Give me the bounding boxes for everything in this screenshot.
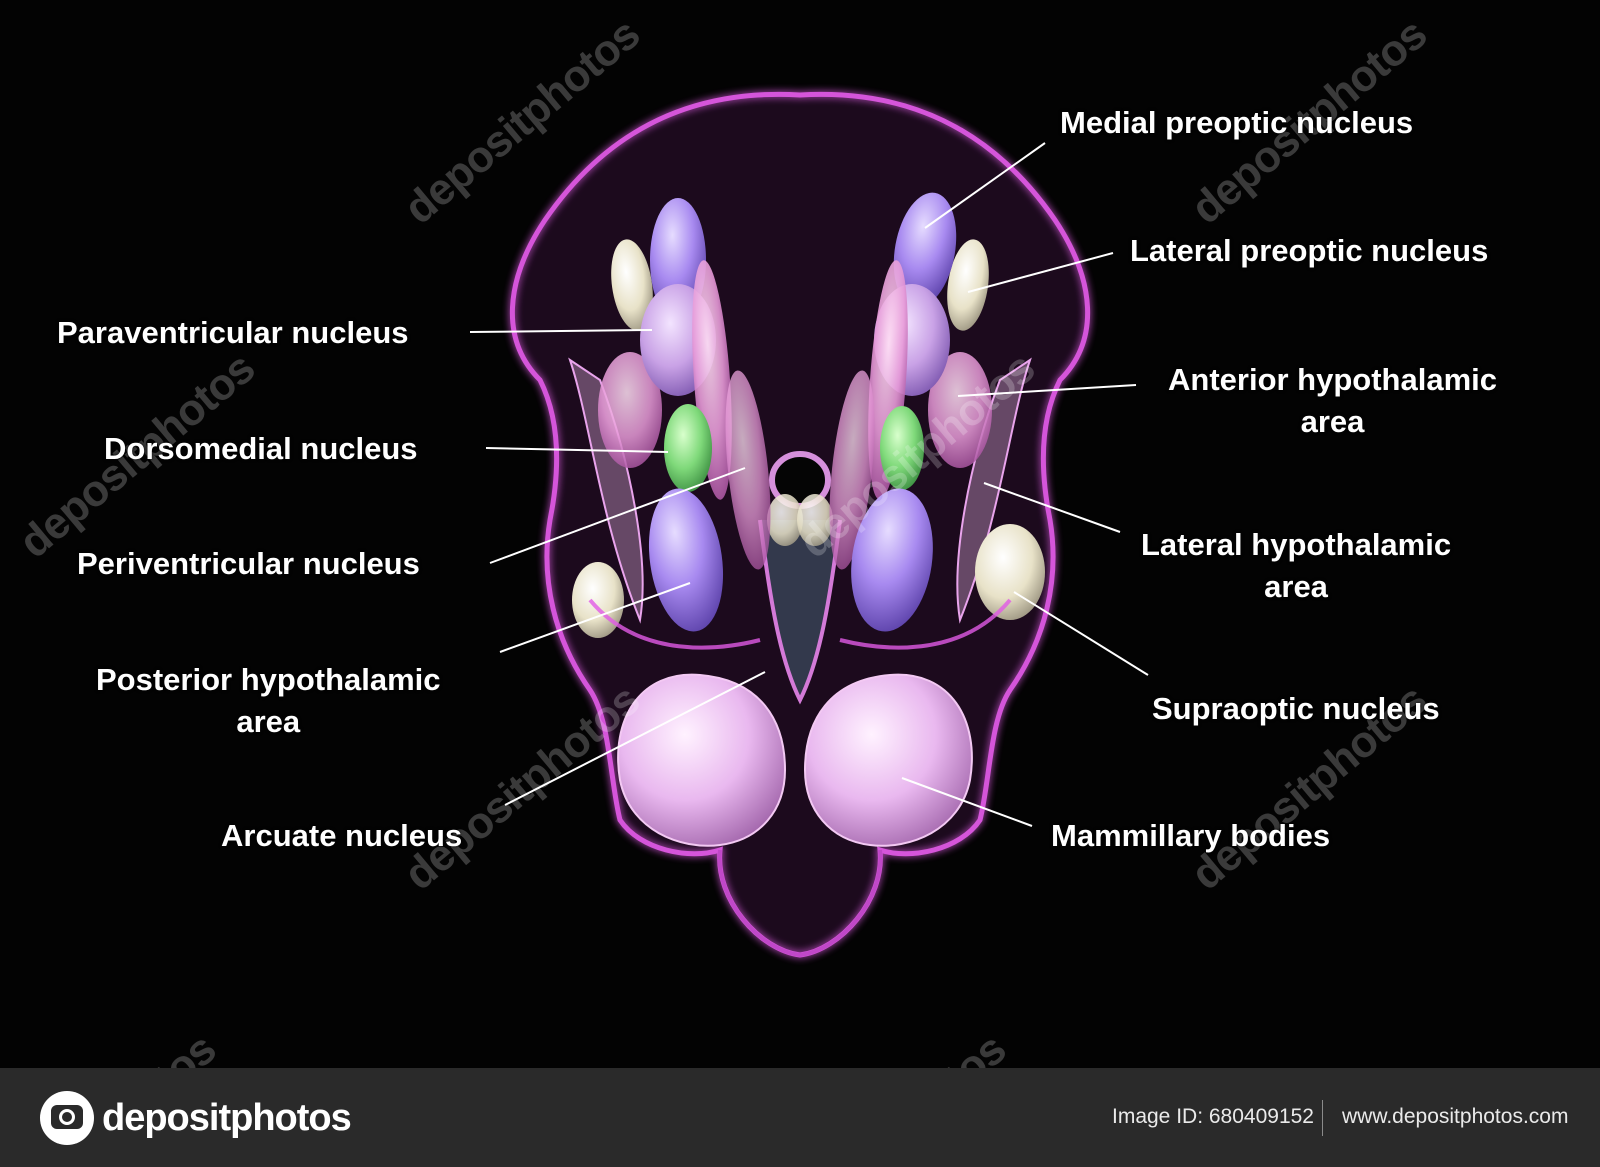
left-anterior-hypothalamic xyxy=(598,352,662,468)
right-supraoptic xyxy=(975,524,1045,620)
brand-name: depositphotos xyxy=(102,1096,352,1139)
left-lateral-preoptic xyxy=(611,239,653,331)
label-periventricular-nucleus: Periventricular nucleus xyxy=(77,546,420,581)
label-mammillary-bodies: Mammillary bodies xyxy=(1051,818,1331,853)
leader-lines xyxy=(469,142,1149,827)
leader-mammillary xyxy=(901,777,1033,827)
right-lateral-preoptic xyxy=(947,239,989,331)
left-posterior-hypothalamic xyxy=(648,488,724,632)
left-small-cream xyxy=(767,494,803,546)
left-mammillary-body xyxy=(617,673,787,847)
leader-arcuate xyxy=(504,671,766,806)
site-url-link[interactable]: www.depositphotos.com xyxy=(1342,1105,1569,1128)
leader-periventricular xyxy=(489,467,746,564)
third-ventricle-shape xyxy=(758,519,842,705)
leader-posterior-hypothalamic xyxy=(499,582,691,653)
label-anterior-hypothalamic-area: Anterior hypothalamic area xyxy=(1168,362,1497,439)
label-medial-preoptic-nucleus: Medial preoptic nucleus xyxy=(1060,105,1414,140)
left-dorsomedial xyxy=(664,404,712,492)
label-supraoptic-nucleus: Supraoptic nucleus xyxy=(1152,691,1440,726)
label-arcuate-nucleus: Arcuate nucleus xyxy=(221,818,463,853)
leader-supraoptic xyxy=(1013,591,1149,676)
right-medial-preoptic xyxy=(893,192,957,308)
leader-medial-preoptic xyxy=(924,142,1046,229)
stock-footer-bar: depositphotos Image ID: 680409152 www.de… xyxy=(0,1068,1600,1167)
left-periventricular-inner xyxy=(725,370,771,570)
brand-logo-link[interactable]: depositphotos xyxy=(40,1090,352,1146)
footer-divider xyxy=(1322,1100,1323,1136)
label-lateral-preoptic-nucleus: Lateral preoptic nucleus xyxy=(1130,233,1489,268)
hypothalamus-illustration xyxy=(469,91,1149,958)
label-lateral-hypothalamic-area: Lateral hypothalamic area xyxy=(1141,527,1452,604)
image-id-text: Image ID: 680409152 xyxy=(1112,1105,1314,1128)
diagram-stage: depositphotos depositphotos depositphoto… xyxy=(10,9,1497,1068)
leader-anterior-hypothalamic xyxy=(957,384,1137,397)
lower-lobe-outline xyxy=(717,849,883,958)
leader-dorsomedial xyxy=(485,447,669,453)
right-small-cream xyxy=(797,494,833,546)
inner-outline xyxy=(588,598,1012,650)
right-posterior-hypothalamic xyxy=(851,488,933,632)
right-anterior-hypothalamic xyxy=(928,352,992,468)
label-posterior-hypothalamic-area: Posterior hypothalamic area xyxy=(96,662,441,739)
camera-logo-icon xyxy=(40,1091,94,1145)
leader-paraventricular xyxy=(469,329,653,333)
left-supraoptic xyxy=(572,562,624,638)
right-dorsomedial xyxy=(880,406,924,490)
label-paraventricular-nucleus: Paraventricular nucleus xyxy=(57,315,409,350)
right-mammillary-body xyxy=(803,673,973,847)
label-dorsomedial-nucleus: Dorsomedial nucleus xyxy=(104,431,418,466)
leader-lateral-preoptic xyxy=(967,252,1114,293)
leader-lateral-hypothalamic xyxy=(983,482,1121,533)
